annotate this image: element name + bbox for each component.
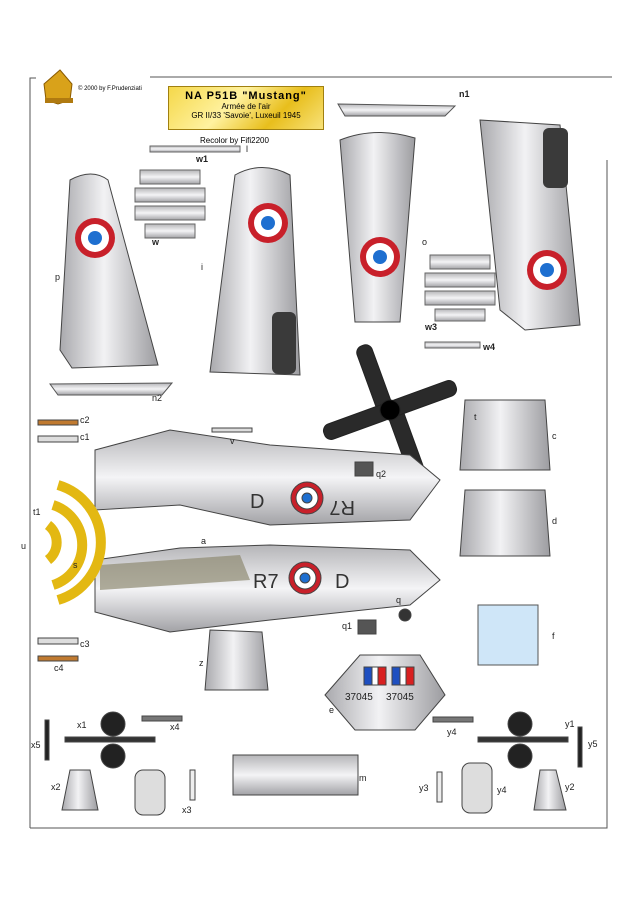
code-left-2: R7 (253, 571, 279, 593)
label-n2: n2 (152, 393, 163, 403)
label-l: l (246, 144, 248, 154)
label-w3: w3 (425, 322, 438, 332)
part-c1 (37, 435, 79, 443)
part-q (398, 608, 412, 622)
label-x1: x1 (77, 720, 87, 730)
label-p: p (55, 272, 61, 282)
label-x2: x2 (51, 782, 61, 792)
label-x4: x4 (170, 722, 180, 732)
label-y1: y1 (565, 719, 575, 729)
part-q1 (357, 619, 377, 635)
code-right: D (250, 491, 264, 513)
model-subtitle-2: GR II/33 'Savoie', Luxeuil 1945 (191, 111, 301, 120)
title-plaque: NA P51B "Mustang" Armée de l'air GR II/3… (168, 86, 324, 130)
wing-panel-right (479, 119, 581, 331)
spinner-parts (44, 480, 106, 605)
label-w4: w4 (483, 342, 496, 352)
wheel-well-y (461, 762, 493, 814)
label-z: z (199, 658, 204, 668)
label-c3: c3 (80, 639, 90, 649)
label-e: e (329, 705, 335, 715)
part-w3 (424, 254, 496, 322)
part-q2 (354, 461, 374, 477)
label-u: u (21, 541, 27, 551)
label-v: v (230, 436, 235, 446)
part-x5 (44, 719, 50, 761)
wheel-y1-icon (507, 711, 533, 737)
part-c2 (37, 419, 79, 426)
label-a: a (201, 536, 207, 546)
label-y4-well: y4 (497, 785, 507, 795)
label-c2: c2 (80, 415, 90, 425)
part-x2 (61, 769, 99, 811)
eagle-logo (43, 69, 73, 105)
part-d (459, 489, 551, 557)
fuselage-a (94, 429, 441, 633)
part-x3 (189, 769, 196, 801)
label-t: t (474, 412, 477, 422)
wheel-well-x (134, 769, 166, 816)
copyright: © 2000 by F.Prudenziati (78, 86, 142, 92)
label-q: q (396, 595, 402, 605)
canopy-f (477, 604, 539, 666)
part-n1 (337, 103, 457, 117)
label-t1: t1 (33, 507, 41, 517)
serial-left: 37045 (345, 692, 373, 703)
part-m (232, 754, 359, 796)
part-y3 (436, 771, 443, 803)
label-q1: q1 (342, 621, 353, 631)
label-c1: c1 (80, 432, 90, 442)
label-i: i (201, 262, 203, 272)
part-w (134, 169, 206, 239)
label-y3: y3 (419, 783, 429, 793)
label-o: o (422, 237, 428, 247)
serial-right: 37045 (386, 692, 414, 703)
part-z (204, 629, 269, 691)
label-q2: q2 (376, 469, 387, 479)
label-s: s (73, 560, 78, 570)
part-y2 (533, 769, 567, 811)
part-x4 (141, 715, 183, 722)
sheet-border (29, 76, 612, 829)
tail-e (324, 654, 446, 731)
label-y5: y5 (588, 739, 598, 749)
code-left: R7 (329, 496, 355, 518)
label-w1: w1 (196, 154, 209, 164)
axle-y (477, 736, 569, 743)
wing-panel-o (339, 131, 416, 323)
label-x5: x5 (31, 740, 41, 750)
part-y5 (577, 726, 583, 768)
wing-panel-i (209, 167, 301, 376)
part-c4 (37, 655, 79, 662)
wing-panel-p (59, 173, 159, 369)
label-y4-axle: y4 (447, 727, 457, 737)
recolor-credit: Recolor by Fifi2200 (200, 136, 269, 145)
code-right-2: D (335, 571, 349, 593)
label-d: d (552, 516, 558, 526)
label-c: c (552, 431, 557, 441)
part-n2 (49, 382, 174, 396)
label-w: w (152, 237, 160, 247)
axle-x (64, 736, 156, 743)
model-subtitle-1: Armée de l'air (221, 102, 271, 111)
label-y2: y2 (565, 782, 575, 792)
part-c (459, 399, 551, 471)
wheel-x1-icon (100, 711, 126, 737)
part-l (149, 145, 241, 153)
label-m: m (359, 773, 367, 783)
label-n1: n1 (459, 89, 470, 99)
label-c4: c4 (54, 663, 64, 673)
part-y4 (432, 716, 474, 723)
part-v (211, 427, 253, 433)
part-w4 (424, 341, 481, 349)
label-x3: x3 (182, 805, 192, 815)
part-c3 (37, 637, 79, 645)
label-f: f (552, 631, 555, 641)
model-title: NA P51B "Mustang" (185, 90, 307, 102)
